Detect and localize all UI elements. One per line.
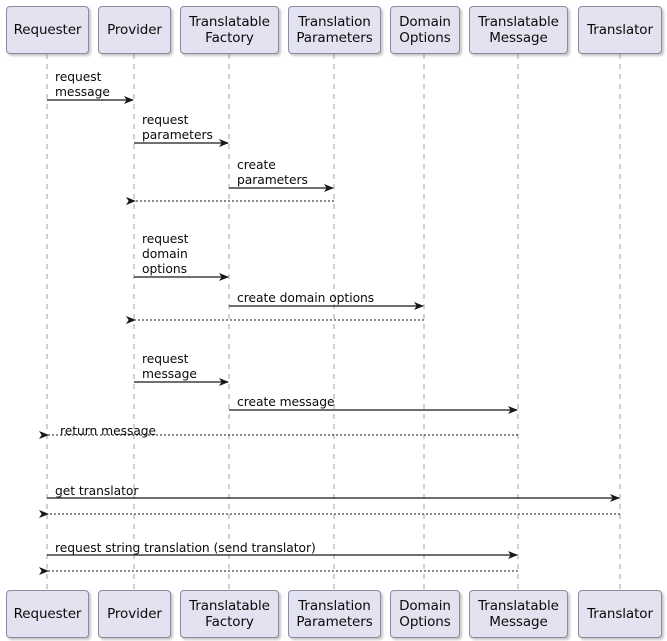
participant-box-top-requester[interactable]: Requester <box>6 6 89 54</box>
message-label-m13: request string translation (send transla… <box>55 541 316 555</box>
participant-label: Translatable Message <box>478 598 559 630</box>
participant-box-bottom-provider[interactable]: Provider <box>98 590 171 638</box>
message-arrows-group <box>39 96 620 575</box>
participant-label: Translator <box>587 606 653 622</box>
message-label-m10: return message <box>60 424 157 438</box>
message-label-m2: request parameters <box>142 113 213 142</box>
participant-box-bottom-factory[interactable]: Translatable Factory <box>180 590 279 638</box>
participant-label: Requester <box>13 22 82 38</box>
participant-box-bottom-message[interactable]: Translatable Message <box>469 590 568 638</box>
participant-box-bottom-parameters[interactable]: Translation Parameters <box>288 590 381 638</box>
participant-box-top-message[interactable]: Translatable Message <box>469 6 568 54</box>
message-label-m5: request domain options <box>142 232 189 276</box>
participant-box-bottom-translator[interactable]: Translator <box>578 590 662 638</box>
lifelines-group <box>46 54 621 590</box>
participant-box-top-parameters[interactable]: Translation Parameters <box>288 6 381 54</box>
participant-label: Provider <box>107 22 162 38</box>
participant-label: Translatable Factory <box>189 598 270 630</box>
message-label-m9: create message <box>237 395 335 409</box>
participant-label: Translator <box>587 22 653 38</box>
participant-label: Translation Parameters <box>296 598 373 630</box>
message-label-m6: create domain options <box>237 291 375 305</box>
participant-box-bottom-requester[interactable]: Requester <box>6 590 89 638</box>
message-label-m8: request message <box>142 352 197 381</box>
participant-label: Translation Parameters <box>296 14 373 46</box>
participant-label: Translatable Factory <box>189 14 270 46</box>
participant-box-top-translator[interactable]: Translator <box>578 6 662 54</box>
participant-box-top-options[interactable]: Domain Options <box>390 6 460 54</box>
message-label-m11: get translator <box>55 484 139 498</box>
participant-label: Domain Options <box>399 598 451 630</box>
participant-label: Translatable Message <box>478 14 559 46</box>
message-label-m3: create parameters <box>237 158 308 187</box>
participant-label: Domain Options <box>399 14 451 46</box>
message-label-m1: request message <box>55 70 110 99</box>
participant-label: Requester <box>13 606 82 622</box>
participant-box-bottom-options[interactable]: Domain Options <box>390 590 460 638</box>
participant-box-top-factory[interactable]: Translatable Factory <box>180 6 279 54</box>
participant-box-top-provider[interactable]: Provider <box>98 6 171 54</box>
participant-label: Provider <box>107 606 162 622</box>
